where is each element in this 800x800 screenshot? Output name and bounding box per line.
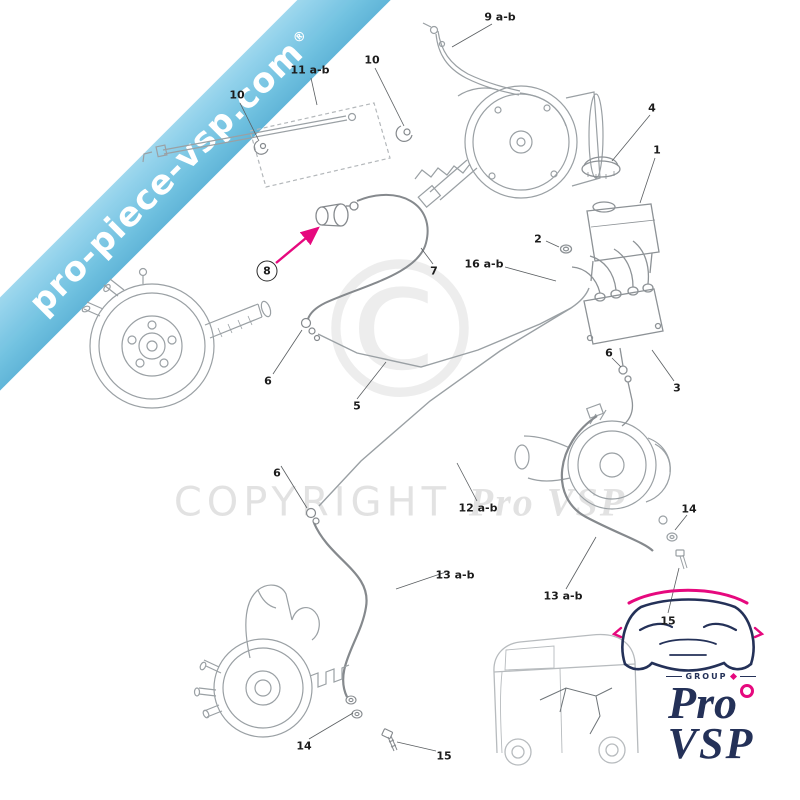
fitting-6-lower-drawing — [305, 507, 320, 525]
hose-7-drawing — [307, 193, 429, 320]
provsp-logo: GROUP Pro VSP — [650, 672, 772, 768]
logo-car-icon — [611, 588, 765, 672]
front-hub-drawing — [193, 584, 350, 738]
logo-brand-vsp: VSP — [667, 718, 755, 768]
logo-group-line: GROUP — [650, 672, 772, 681]
hose-13ab-right-drawing — [560, 415, 654, 552]
logo-ring-icon — [740, 684, 754, 698]
van-sketch — [493, 633, 639, 766]
hose-13ab-center-drawing — [312, 522, 368, 698]
pipes-5-12-drawing — [317, 287, 590, 507]
logo-rule-left — [665, 676, 682, 677]
washers-14-bottom-drawing — [345, 695, 363, 719]
reservoir-drawing — [559, 156, 660, 282]
pipe-9ab-drawing — [422, 22, 521, 96]
van-brake-lines — [539, 687, 613, 735]
logo-group-label: GROUP — [685, 672, 728, 681]
brake-booster-drawing — [414, 85, 604, 208]
logo-rule-right — [740, 676, 757, 677]
fitting-6-upper-drawing — [300, 317, 321, 342]
pipe-11ab-drawing — [142, 102, 413, 188]
right-knuckle-drawing — [514, 403, 688, 570]
leader-lines — [239, 23, 688, 752]
rear-drum-drawing — [81, 267, 272, 409]
bolt-15-bottom-drawing — [381, 728, 398, 752]
abs-unit-drawing — [571, 240, 664, 427]
logo-brand-pro: Pro — [650, 680, 772, 726]
highlight-arrow-icon — [275, 226, 320, 264]
part-8-drawing — [315, 201, 359, 227]
